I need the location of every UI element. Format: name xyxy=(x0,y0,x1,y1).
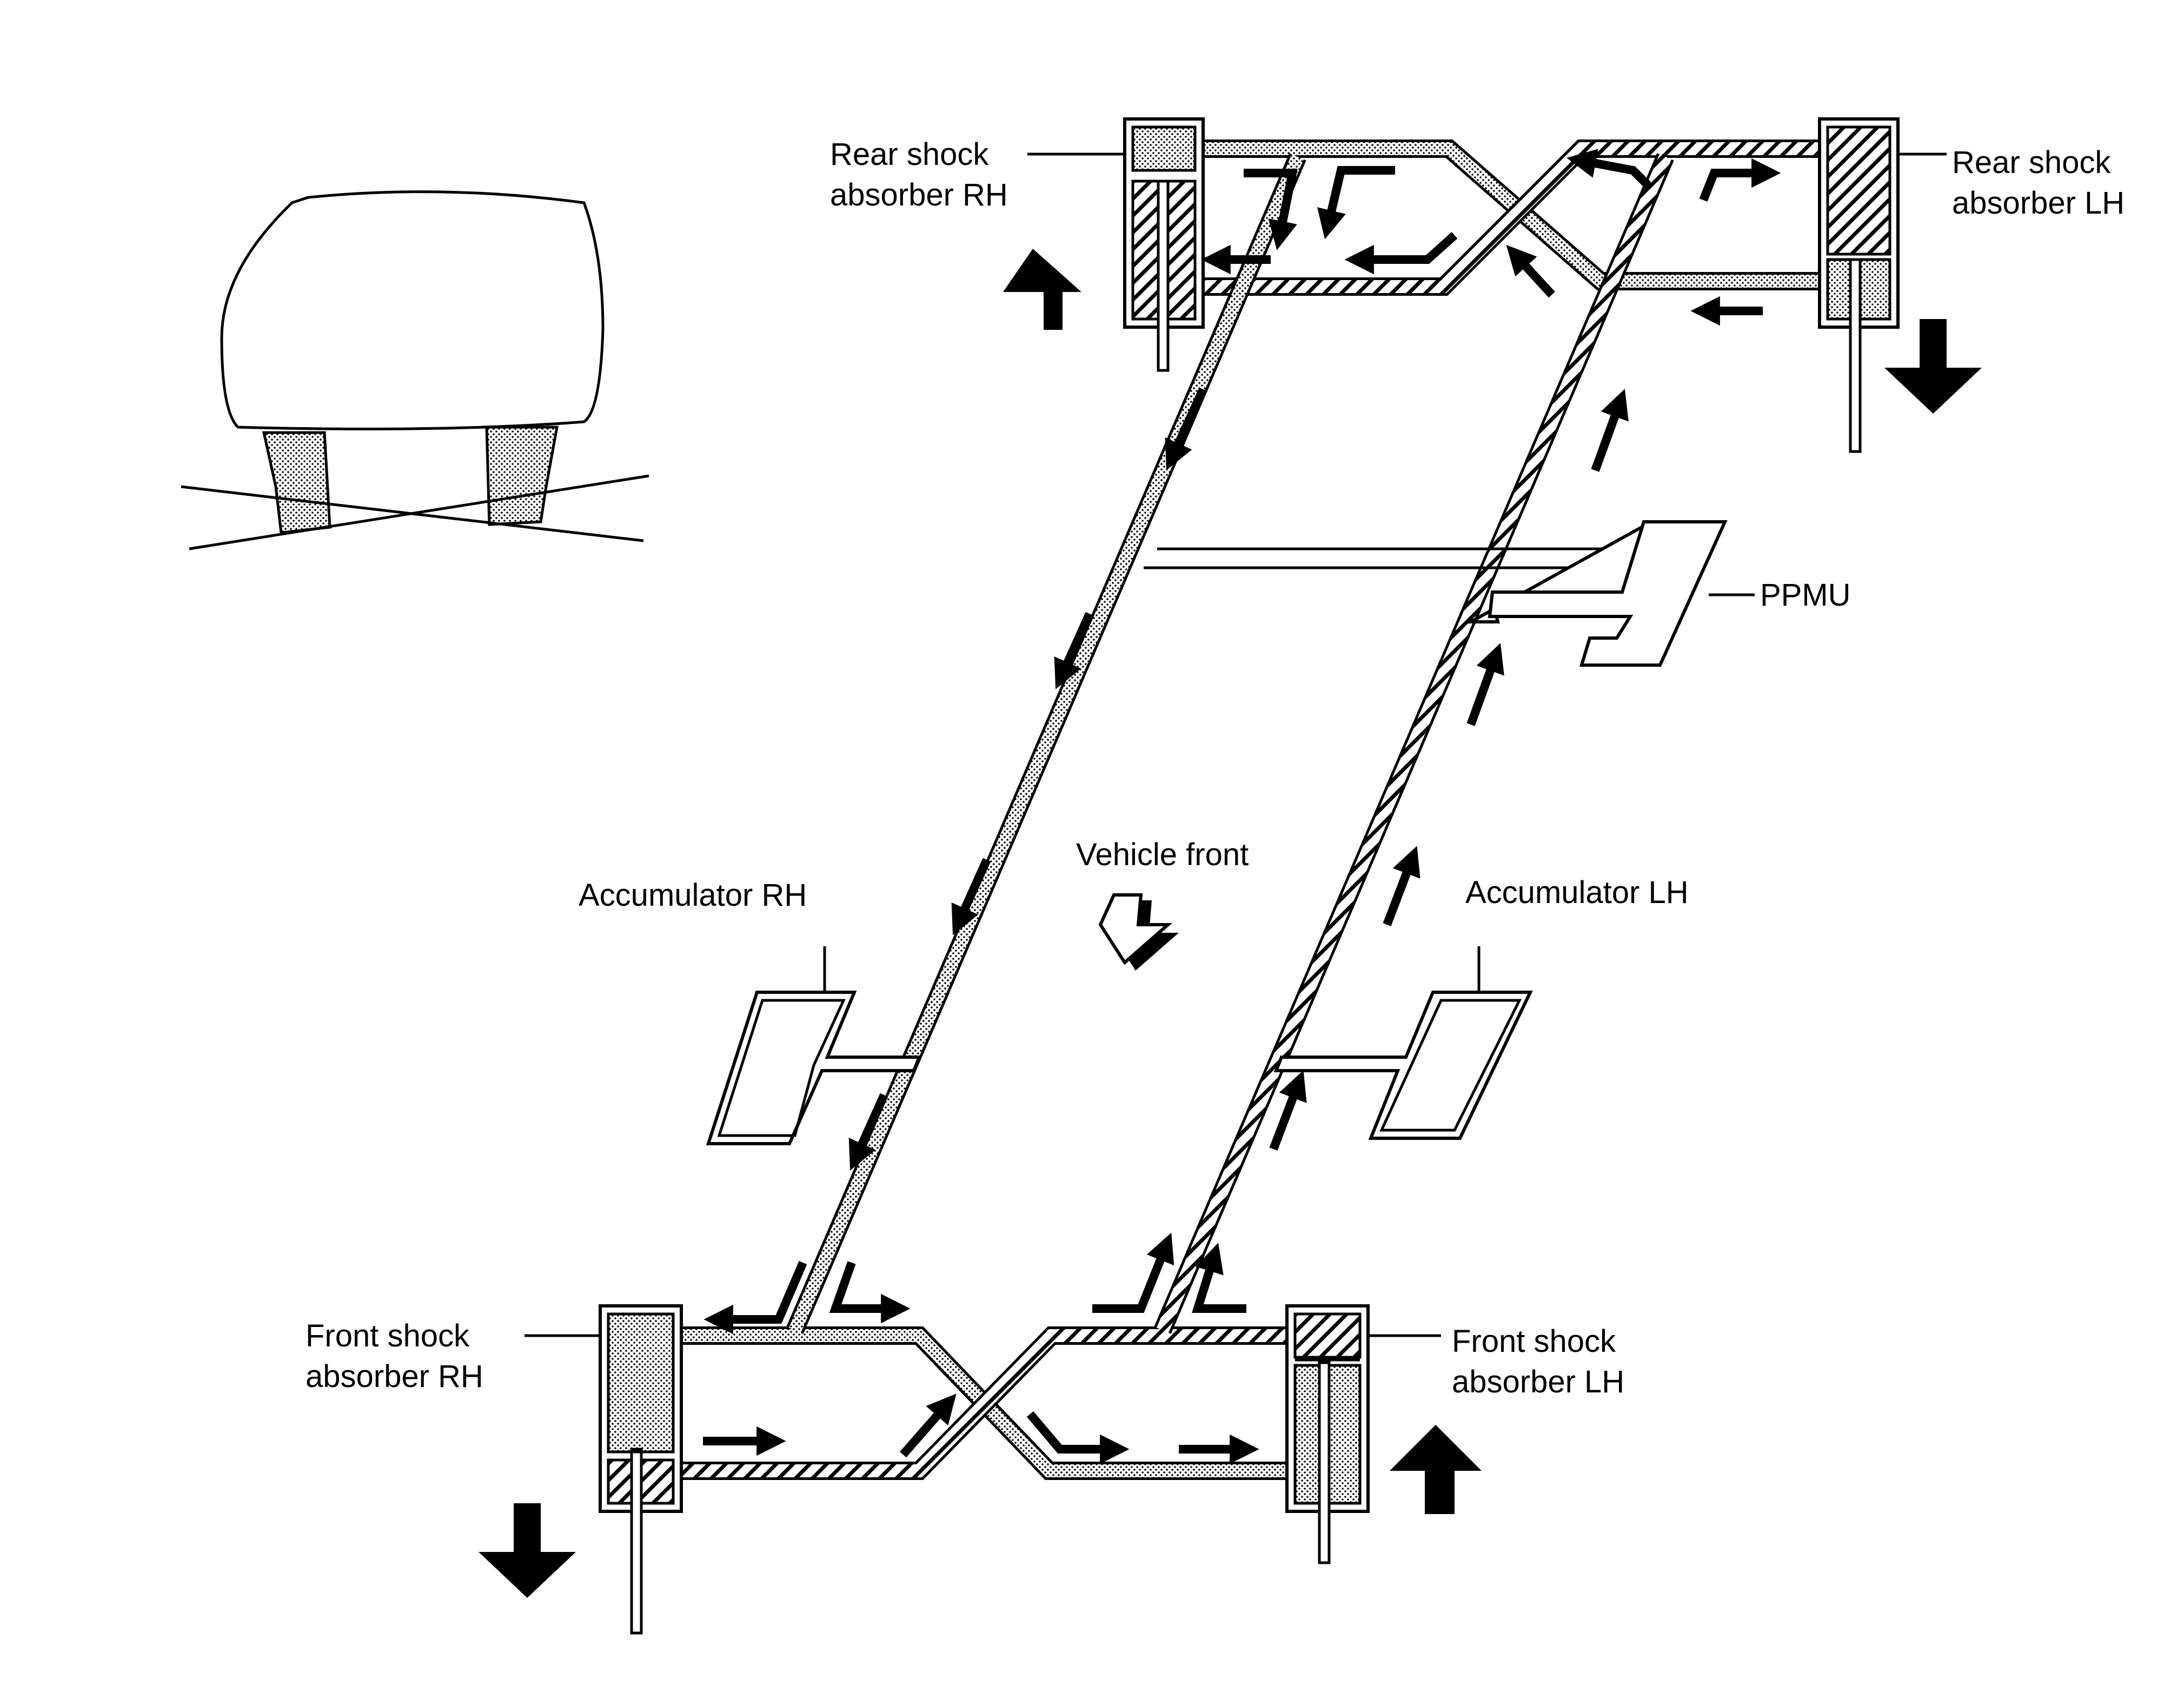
vehicle-rear-view xyxy=(181,190,649,550)
vehicle-front-arrow xyxy=(1098,893,1179,971)
rear-shock-rh-label-line2: absorber RH xyxy=(830,177,1008,213)
rear-shock-rh-label-line1: Rear shock xyxy=(830,137,989,172)
rear-rh-up-arrow xyxy=(1003,249,1081,330)
front-shock-lh-label-line2: absorber LH xyxy=(1452,1364,1624,1399)
accumulator-lh-label: Accumulator LH xyxy=(1465,875,1689,910)
ppmu-unit xyxy=(1144,520,1755,667)
accumulator-rh-label: Accumulator RH xyxy=(579,878,807,913)
front-rh-down-arrow xyxy=(479,1503,576,1598)
flow-arrows xyxy=(703,149,1781,1464)
front-shock-lh xyxy=(1285,1304,1370,1564)
accumulator-lh-unit xyxy=(1273,946,1533,1140)
ppmu-label: PPMU xyxy=(1760,578,1851,613)
accumulator-rh-unit xyxy=(706,946,922,1145)
vehicle-front-label: Vehicle front xyxy=(1076,837,1249,872)
front-shock-rh-label-line1: Front shock xyxy=(306,1318,470,1353)
rear-shock-lh-label-line1: Rear shock xyxy=(1952,145,2111,180)
leader-lines xyxy=(525,152,1947,1337)
rear-lh-down-arrow xyxy=(1884,319,1982,414)
rear-pipes xyxy=(1192,140,1828,296)
front-shock-rh-label-line2: absorber RH xyxy=(306,1359,483,1394)
front-lh-up-arrow xyxy=(1390,1425,1482,1514)
front-pipes xyxy=(679,1326,1292,1480)
front-shock-rh xyxy=(599,1304,683,1635)
rear-shock-rh xyxy=(1123,117,1205,372)
front-shock-lh-label-line1: Front shock xyxy=(1452,1324,1616,1359)
rear-shock-lh xyxy=(1818,117,1900,453)
rear-shock-lh-label-line2: absorber LH xyxy=(1952,185,2125,221)
diagonal-pipes xyxy=(786,153,1674,1334)
